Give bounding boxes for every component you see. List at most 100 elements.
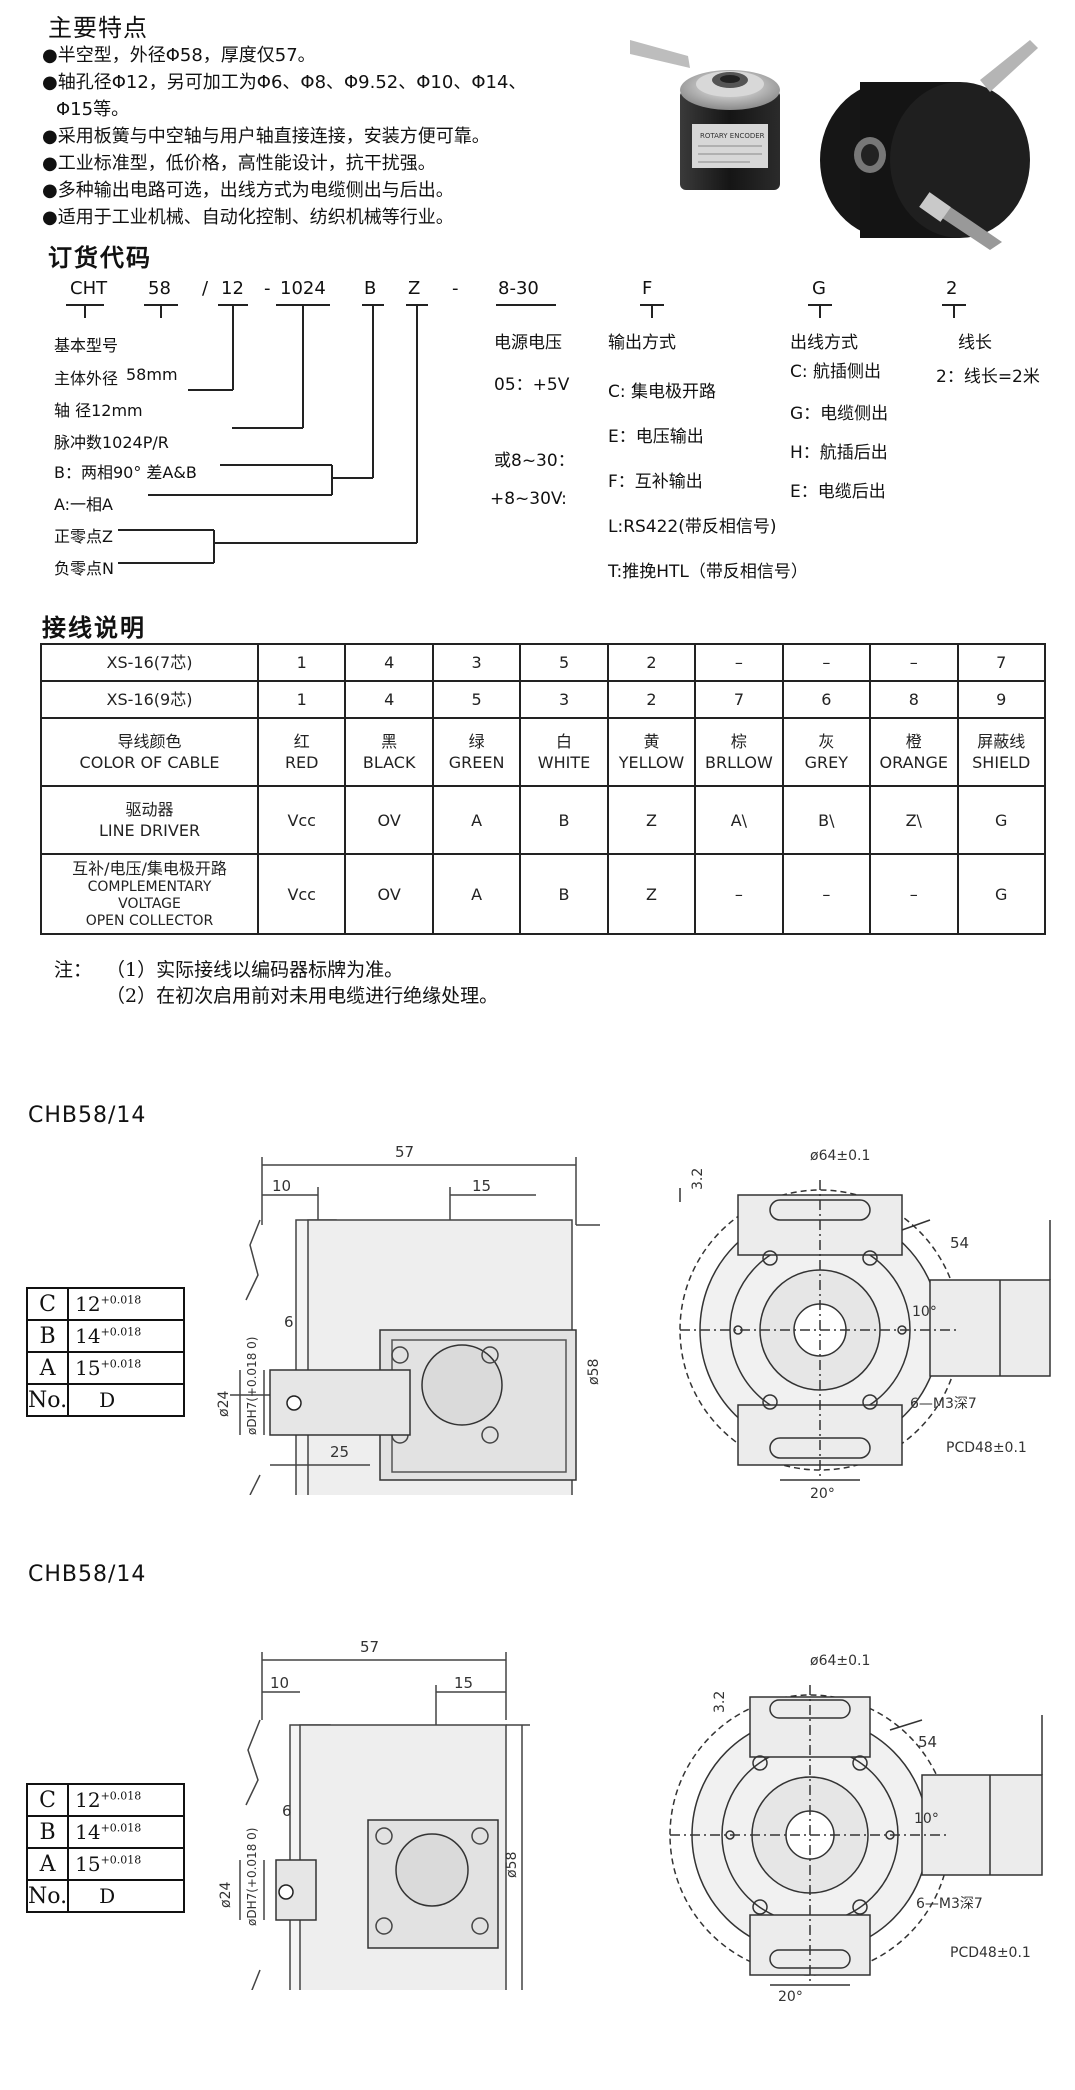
drawing-title: CHB58/14 (28, 1103, 147, 1128)
table-cell: 9 (956, 680, 1046, 719)
power-title: 电源电压 (494, 333, 562, 353)
dim-value: 15 (75, 1852, 101, 1876)
dim-value-cell: 15+0.018 (67, 1847, 186, 1881)
cable-exit-option: H：航插后出 (790, 443, 888, 463)
dim-15: 15 (472, 1177, 491, 1195)
cell-line: SHIELD (972, 753, 1031, 772)
output-option: F：互补输出 (608, 472, 703, 492)
output-title: 输出方式 (608, 333, 676, 353)
wiring-table: XS-16(7芯) 1 4 3 5 2 – – – 7 XS-16(9芯) 1 … (40, 643, 1046, 935)
table-cell: Vcc (256, 785, 347, 855)
dim-6: 6 (284, 1313, 294, 1331)
feature-item: Φ15等。 (56, 99, 130, 120)
dim-15: 15 (454, 1674, 473, 1692)
label-pulses: 脉冲数1024P/R (54, 433, 169, 452)
power-option: 或8~30： (494, 451, 575, 471)
dim-value: 12 (75, 1788, 101, 1812)
feature-item: ●多种输出电路可选，出线方式为电缆侧出与后出。 (42, 180, 454, 201)
table-cell: Z (606, 853, 697, 935)
note-item: （2）在初次启用前对未用电缆进行绝缘处理。 (106, 985, 499, 1007)
code-part: / (202, 278, 209, 299)
dim-tol: +0.018 (100, 1293, 142, 1307)
cable-exit-title: 出线方式 (790, 333, 858, 353)
dim-6: 6 (282, 1802, 292, 1820)
cable-exit-option: G：电缆侧出 (790, 404, 889, 424)
dim-value-cell: 12+0.018 (67, 1287, 186, 1321)
feature-item: ●适用于工业机械、自动化控制、纺织机械等行业。 (42, 207, 454, 228)
code-part: F (642, 278, 653, 299)
cell-line: RED (284, 753, 319, 772)
dim-10-deg: 10° (912, 1304, 937, 1320)
dim-value-cell: 12+0.018 (67, 1783, 186, 1817)
dim-58: ø58 (586, 1359, 600, 1385)
table-cell: Vcc (256, 853, 347, 935)
table-cell: A (431, 853, 522, 935)
label-one-phase: A:一相A (54, 495, 114, 514)
dim-value-cell: 15+0.018 (67, 1351, 186, 1385)
table-cell: B (519, 853, 609, 935)
cable-length-option: 2：线长=2米 (936, 367, 1040, 387)
label-zero-negative: 负零点N (54, 559, 114, 578)
table-row: XS-16(9芯) 1 4 5 3 2 7 6 8 9 (40, 680, 1046, 719)
cable-length-title: 线长 (958, 333, 992, 353)
dim-20-deg: 20° (778, 1989, 803, 2005)
dim-value-cell: 14+0.018 (67, 1815, 186, 1849)
notes-label: 注： (54, 959, 93, 981)
feature-item: ●半空型，外径Φ58，厚度仅57。 (42, 45, 316, 66)
dim-value-cell: D (67, 1383, 186, 1417)
cable-exit-option: C: 航插侧出 (790, 362, 882, 382)
cable-exit-option: E：电缆后出 (790, 482, 886, 502)
feature-item: ●工业标准型，低价格，高性能设计，抗干扰强。 (42, 153, 436, 174)
table-cell: 6 (781, 680, 872, 719)
dim-value: 14 (75, 1820, 101, 1844)
dim-24: ø24 (216, 1391, 232, 1417)
code-part: CHT (70, 278, 108, 299)
table-cell: 2 (606, 643, 697, 682)
table-cell: 5 (431, 680, 522, 719)
output-option: E：电压输出 (608, 427, 704, 447)
front-view-drawing: ø64±0.1 3.2 54 10° 6—M3深7 PCD48±0.1 20° (669, 1653, 1043, 2005)
cell-line: BRLLOW (705, 753, 773, 772)
wiring-title: 接线说明 (42, 614, 146, 642)
dim-value: 15 (75, 1356, 101, 1380)
note-item: （1）实际接线以编码器标牌为准。 (106, 959, 404, 981)
dim-54: 54 (918, 1733, 937, 1751)
label-basic-model: 基本型号 (54, 336, 119, 355)
table-row-complementary: 互补/电压/集电极开路 COMPLEMENTARY VOLTAGE OPEN C… (40, 853, 1046, 935)
table-cell: 5 (519, 643, 609, 682)
label-two-phase: B：两相90° 差A&B (54, 463, 197, 482)
cell-line: COMPLEMENTARY (87, 879, 212, 895)
table-cell: 2 (606, 680, 697, 719)
output-option: C: 集电极开路 (608, 382, 717, 402)
table-cell: 1 (256, 680, 347, 719)
dim-tol: +0.018 (100, 1789, 142, 1803)
dim-key: B (25, 1815, 70, 1849)
photo-brand-text: ROTARY ENCODER (700, 132, 765, 140)
code-part: - (452, 278, 459, 299)
output-option: L:RS422(带反相信号) (608, 517, 777, 537)
cell-line: 棕 (730, 732, 747, 751)
dim-54: 54 (950, 1234, 969, 1252)
dim-value: D (99, 1884, 116, 1908)
dim-value: 12 (75, 1292, 101, 1316)
label-outer-diameter-value: 58mm (126, 365, 178, 384)
code-part: - (264, 278, 271, 299)
power-option: 05：+5V (494, 375, 570, 395)
cell-line: 黑 (381, 732, 398, 751)
code-part: G (812, 278, 826, 299)
dim-10: 10 (272, 1177, 291, 1195)
cell-line: LINE DRIVER (98, 821, 201, 840)
code-part: Z (408, 278, 421, 299)
label-shaft: 轴 径12mm (54, 401, 143, 420)
cell-line: GREY (804, 753, 849, 772)
